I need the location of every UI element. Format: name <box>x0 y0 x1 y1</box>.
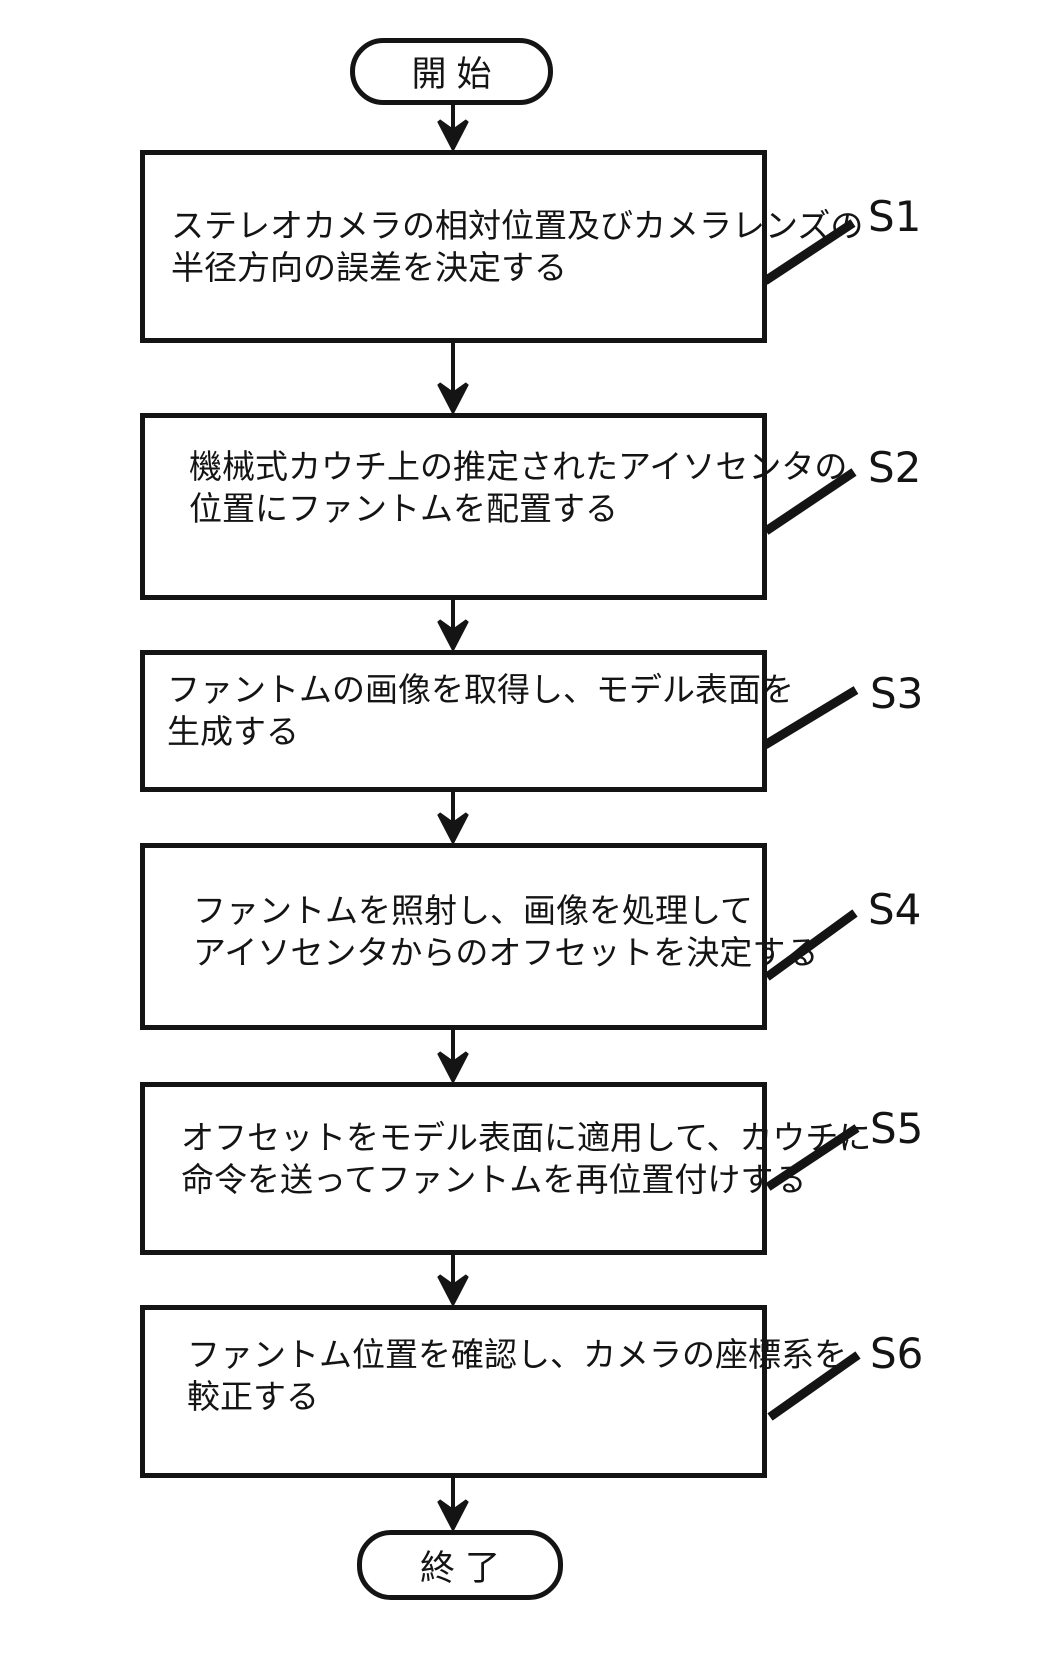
step-box-s1: ステレオカメラの相対位置及びカメラレンズの 半径方向の誤差を決定する <box>140 150 864 343</box>
step-label-s1: S1 <box>868 192 922 241</box>
step-text-line: 半径方向の誤差を決定する <box>171 248 567 287</box>
step-text-line: 位置にファントムを配置する <box>189 489 618 528</box>
arrowhead-icon <box>437 619 469 653</box>
end-terminal: 終了 <box>357 1530 563 1600</box>
leader-line-s6 <box>767 1351 861 1421</box>
step-box-s3: ファントムの画像を取得し、モデル表面を 生成する <box>140 650 794 792</box>
arrowhead-icon <box>437 1274 469 1308</box>
step-text-line: 命令を送ってファントムを再位置付けする <box>181 1160 807 1199</box>
step-text-s4: ファントムを照射し、画像を処理して アイソセンタからのオフセットを決定する <box>145 848 819 1025</box>
leader-line-s3 <box>762 686 859 749</box>
arrowhead-icon <box>437 1499 469 1533</box>
step-box-s4: ファントムを照射し、画像を処理して アイソセンタからのオフセットを決定する <box>140 843 819 1030</box>
step-text-line: 機械式カウチ上の推定されたアイソセンタの <box>189 447 848 486</box>
start-terminal: 開始 <box>350 38 553 105</box>
step-text-line: アイソセンタからのオフセットを決定する <box>193 933 819 972</box>
step-box-s2: 機械式カウチ上の推定されたアイソセンタの 位置にファントムを配置する <box>140 413 848 600</box>
step-label-s5: S5 <box>870 1104 924 1153</box>
step-label-s3: S3 <box>870 669 924 718</box>
step-box-s5: オフセットをモデル表面に適用して、カウチに 命令を送ってファントムを再位置付けす… <box>140 1082 872 1255</box>
step-text-s6: ファントム位置を確認し、カメラの座標系を 較正する <box>145 1310 847 1473</box>
step-text-line: 較正する <box>187 1377 319 1416</box>
step-text-line: ファントムを照射し、画像を処理して <box>193 891 754 930</box>
step-text-s5: オフセットをモデル表面に適用して、カウチに 命令を送ってファントムを再位置付けす… <box>145 1087 872 1250</box>
step-text-s1: ステレオカメラの相対位置及びカメラレンズの 半径方向の誤差を決定する <box>145 155 864 338</box>
start-label: 開始 <box>411 55 502 95</box>
step-text-line: ファントムの画像を取得し、モデル表面を <box>167 670 794 709</box>
leader-line-s1 <box>762 219 856 285</box>
step-label-s2: S2 <box>868 443 922 492</box>
step-text-line: ファントム位置を確認し、カメラの座標系を <box>187 1335 847 1374</box>
leader-line-s2 <box>763 468 857 535</box>
arrowhead-icon <box>437 812 469 846</box>
step-text-line: オフセットをモデル表面に適用して、カウチに <box>181 1118 872 1157</box>
step-box-s6: ファントム位置を確認し、カメラの座標系を 較正する <box>140 1305 847 1478</box>
step-label-s6: S6 <box>870 1329 924 1378</box>
leader-line-s5 <box>765 1124 860 1191</box>
arrowhead-icon <box>437 382 469 416</box>
step-text-s2: 機械式カウチ上の推定されたアイソセンタの 位置にファントムを配置する <box>145 418 848 595</box>
arrowhead-icon <box>437 1051 469 1085</box>
step-label-s4: S4 <box>868 885 922 934</box>
step-text-line: 生成する <box>167 712 299 751</box>
leader-line-s4 <box>764 909 858 981</box>
step-text-s3: ファントムの画像を取得し、モデル表面を 生成する <box>145 655 794 787</box>
arrowhead-icon <box>437 119 469 153</box>
end-label: 終了 <box>419 1548 510 1589</box>
step-text-line: ステレオカメラの相対位置及びカメラレンズの <box>171 206 864 245</box>
